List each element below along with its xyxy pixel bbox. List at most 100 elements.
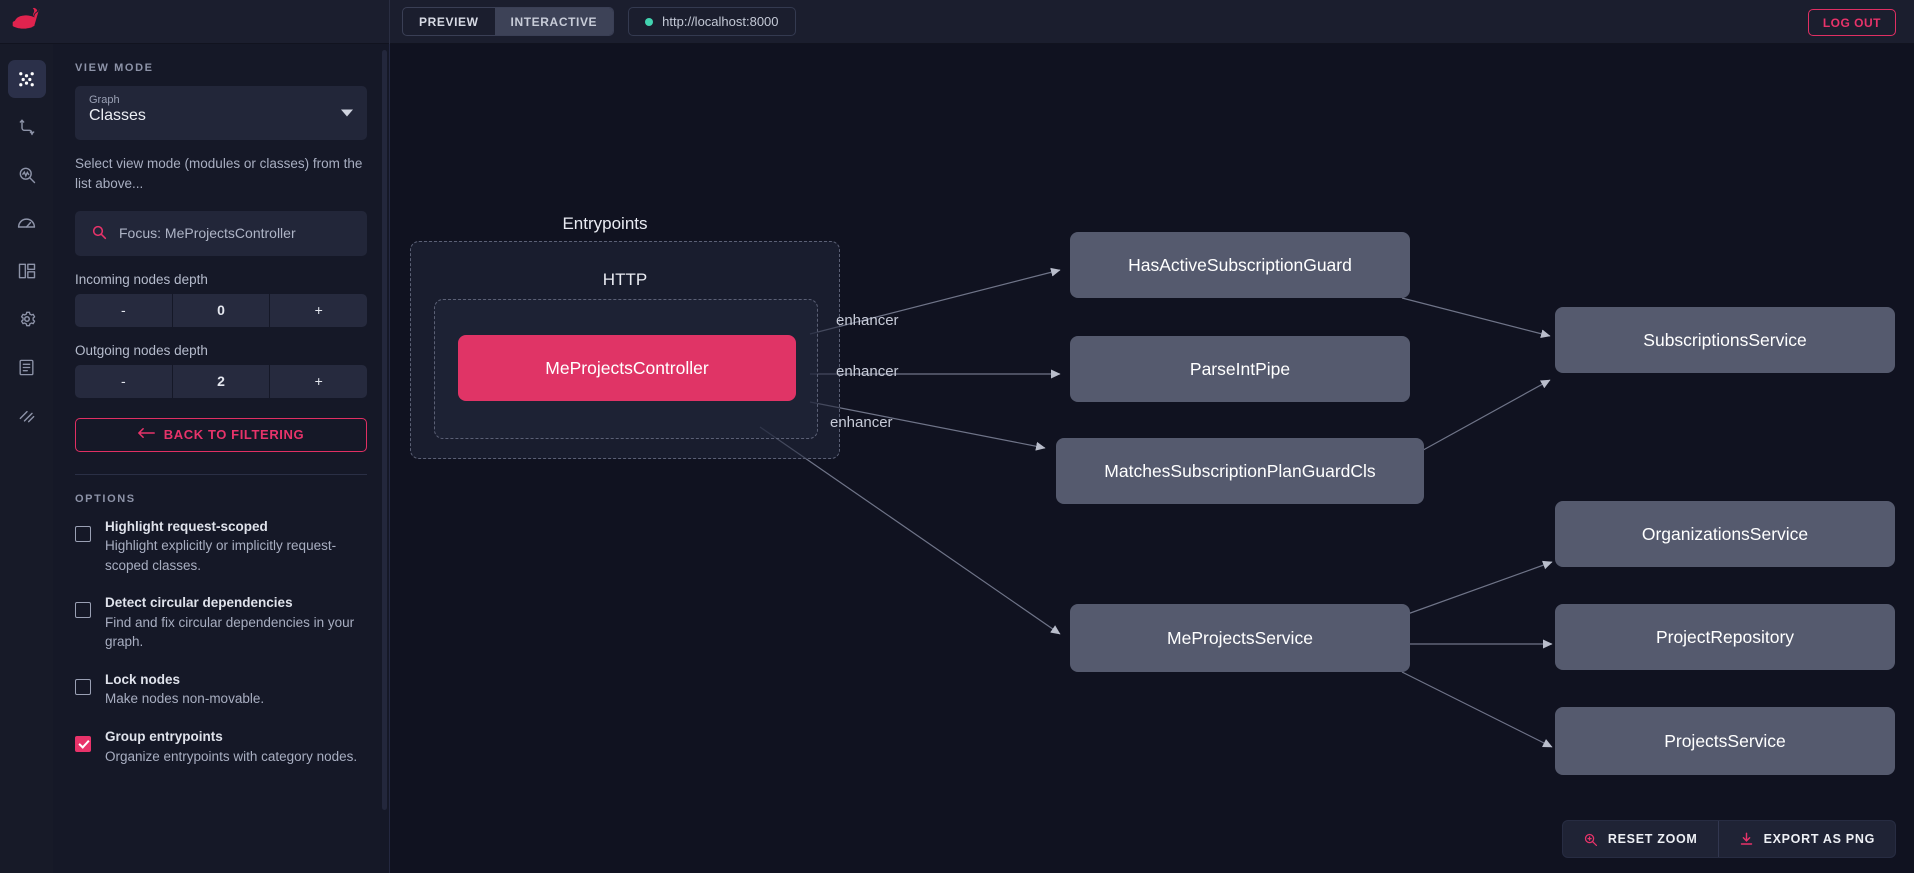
outgoing-depth-stepper[interactable]: - 2 + [75,364,367,398]
node-label: MeProjectsController [545,357,709,378]
node-meprojectscontroller[interactable]: MeProjectsController [458,335,796,401]
download-icon [1739,831,1754,847]
rail-item-inspect-analyze[interactable] [8,156,46,194]
option-desc: Highlight explicitly or implicitly reque… [105,538,337,573]
options-label: OPTIONS [75,492,136,505]
node-organizationsservice[interactable]: OrganizationsService [1555,501,1895,567]
view-mode-helper-text: Select view mode (modules or classes) fr… [75,156,363,192]
node-projectsservice[interactable]: ProjectsService [1555,707,1895,775]
node-label: MatchesSubscriptionPlanGuardCls [1104,460,1376,481]
node-label: ProjectsService [1664,730,1786,751]
option-desc: Find and fix circular dependencies in yo… [105,614,355,650]
node-label: OrganizationsService [1641,523,1809,544]
incoming-depth-plus[interactable]: + [270,293,367,327]
node-label: ParseIntPipe [1189,358,1291,379]
back-to-filtering-button[interactable]: BACK TO FILTERING [75,417,367,452]
outgoing-depth-label: Outgoing nodes depth [75,342,208,358]
search-icon [91,224,107,243]
status-dot-icon [645,17,654,26]
graph-select-label: Graph [89,94,120,106]
layers-icon [17,405,37,425]
inspect-analyze-icon [17,165,37,185]
body-row: VIEW MODE Graph Classes Select view mode… [0,44,1914,873]
rail-item-graph-nodes[interactable] [7,60,46,98]
node-subscriptionsservice[interactable]: SubscriptionsService [1555,307,1895,373]
url-indicator[interactable]: http://localhost:8000 [628,7,796,36]
zoom-toolbar: RESET ZOOM EXPORT AS PNG [1561,820,1896,858]
reset-zoom-button[interactable]: RESET ZOOM [1563,821,1718,857]
incoming-depth-stepper[interactable]: - 0 + [75,293,367,327]
zoom-reset-icon [1583,832,1598,847]
node-label: HasActiveSubscriptionGuard [1128,254,1352,275]
sidebar-scrollbar[interactable] [382,50,387,810]
view-toggle-group[interactable]: PREVIEW INTERACTIVE [402,7,615,36]
outgoing-depth-value: 2 [172,364,271,398]
tab-preview[interactable]: PREVIEW [403,8,495,35]
rail-item-gauge[interactable] [8,204,46,242]
checkbox-lock-nodes[interactable] [75,678,91,695]
icon-rail [0,44,53,873]
focus-text: Focus: MeProjectsController [119,225,296,241]
back-to-filtering-label: BACK TO FILTERING [163,427,305,442]
option-desc: Make nodes non-movable. [105,691,265,707]
outgoing-depth-plus[interactable]: + [270,364,367,398]
outgoing-depth-minus[interactable]: - [75,364,173,398]
node-projectrepository[interactable]: ProjectRepository [1555,604,1895,670]
chevron-down-icon[interactable] [341,109,353,117]
option-group-entrypoints[interactable]: Group entrypoints Organize entrypoints w… [75,727,367,766]
node-matchessubscriptionplanguardcls[interactable]: MatchesSubscriptionPlanGuardCls [1056,438,1424,504]
rail-item-modules[interactable] [8,252,46,290]
zoom-toolbar-separator [1717,821,1719,857]
node-label: ProjectRepository [1655,626,1795,647]
edge-label-enhancer-2: enhancer [836,363,899,380]
modules-icon [17,261,37,281]
focus-search-input[interactable]: Focus: MeProjectsController [75,210,367,256]
option-title: Lock nodes [105,671,181,687]
checkbox-group-entrypoints[interactable] [75,736,91,752]
node-parseintpipe[interactable]: ParseIntPipe [1070,336,1410,402]
option-lock-nodes[interactable]: Lock nodes Make nodes non-movable. [75,670,367,709]
option-detect-circular-dependencies[interactable]: Detect circular dependencies Find and fi… [75,593,367,652]
export-as-png-label: EXPORT AS PNG [1763,832,1875,846]
graph-edges [759,267,1553,748]
option-title: Detect circular dependencies [105,595,293,611]
reset-zoom-label: RESET ZOOM [1607,832,1698,846]
group-title-http: HTTP [410,270,840,290]
graph-nodes-icon [17,70,36,89]
group-title-entrypoints: Entrypoints [390,214,820,234]
entrypoints-title-text: Entrypoints [562,214,648,233]
edge-label-enhancer-3: enhancer [830,414,893,431]
nestjs-logo-icon [12,3,50,41]
edge-label-enhancer-1: enhancer [836,312,899,329]
gauge-icon [16,213,37,234]
routes-icon [17,117,37,137]
checkbox-highlight-request-scoped[interactable] [75,525,91,542]
top-bar: PREVIEW INTERACTIVE http://localhost:800… [0,0,1914,44]
graph-select-value: Classes [89,107,146,124]
arrow-left-icon [137,427,155,442]
view-mode-label: VIEW MODE [75,62,154,74]
rail-item-routes[interactable] [8,108,46,146]
incoming-depth-value: 0 [172,293,271,327]
option-title: Highlight request-scoped [105,518,268,534]
checkbox-detect-circular-dependencies[interactable] [75,602,91,619]
rail-item-document[interactable] [8,348,46,386]
sidebar-panel: VIEW MODE Graph Classes Select view mode… [53,44,390,873]
url-text: http://localhost:8000 [662,14,779,29]
option-desc: Organize entrypoints with category nodes… [105,748,358,764]
incoming-depth-minus[interactable]: - [75,293,173,327]
sidebar-divider [75,473,367,475]
tab-interactive[interactable]: INTERACTIVE [494,8,614,35]
node-label: SubscriptionsService [1643,329,1807,350]
node-hasactivesubscriptionguard[interactable]: HasActiveSubscriptionGuard [1070,232,1410,298]
rail-item-settings[interactable] [8,300,46,338]
option-title: Group entrypoints [105,729,223,744]
export-as-png-button[interactable]: EXPORT AS PNG [1719,821,1895,857]
option-highlight-request-scoped[interactable]: Highlight request-scoped Highlight expli… [75,517,367,576]
rail-item-layers[interactable] [8,396,46,434]
node-meprojectsservice[interactable]: MeProjectsService [1070,604,1410,672]
logout-button[interactable]: LOG OUT [1807,9,1896,36]
graph-canvas[interactable]: Entrypoints HTTP MeProjectsController Ha… [390,44,1914,873]
graph-mode-select[interactable]: Graph Classes [75,86,367,140]
